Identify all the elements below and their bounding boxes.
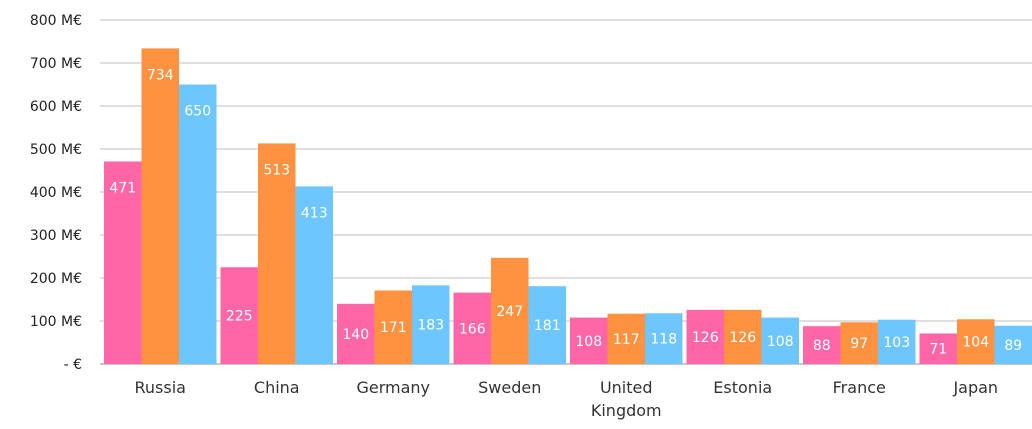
data-labels: 471 225 140 166 108 126 88 71 734 513 171 247 117 126… [109,67,1022,357]
data-label: 166 [459,321,486,337]
category-label: China [254,378,300,397]
bar [919,333,957,364]
data-label: 71 [929,342,947,358]
bar [258,143,296,364]
data-label: 471 [109,180,136,196]
data-label: 183 [417,318,444,334]
bar [453,292,491,364]
y-tick-label: 700 M€ [30,56,82,72]
y-tick-label: 800 M€ [30,13,82,29]
data-label: 108 [575,334,602,350]
bar [528,286,566,364]
data-label: 126 [729,330,756,346]
bar [412,285,450,364]
data-label: 89 [1004,338,1022,354]
y-tick-label: 100 M€ [30,314,82,330]
bar [724,309,762,364]
bar [840,322,878,364]
data-label: 97 [850,336,868,352]
data-label: 126 [692,330,719,346]
data-label: 117 [613,332,640,348]
bar [220,267,258,364]
data-label: 140 [342,327,369,343]
y-tick-label: 600 M€ [30,99,82,115]
category-label: France [833,378,886,397]
bar [878,319,916,364]
bar [994,325,1032,364]
data-label: 413 [301,205,328,221]
bar [337,303,375,364]
category-label: Kingdom [591,401,662,420]
bar [686,309,724,364]
data-label: 734 [147,67,174,83]
y-tick-label: 300 M€ [30,228,82,244]
data-label: 181 [534,318,561,334]
y-tick-label: - € [64,357,82,373]
data-label: 247 [496,304,523,320]
data-label: 513 [263,162,290,178]
y-tick-label: 400 M€ [30,185,82,201]
bars [104,48,1032,364]
category-label: Estonia [713,378,772,397]
bar [295,186,333,364]
data-label: 103 [883,335,910,351]
bar [607,313,645,364]
bar [104,161,142,364]
category-label: Germany [356,378,430,397]
y-tick-label: 200 M€ [30,271,82,287]
data-label: 108 [767,334,794,350]
bar [141,48,179,364]
data-label: 225 [226,309,253,325]
data-label: 88 [813,338,831,354]
bar [570,317,608,364]
bar [179,84,217,364]
category-label: Japan [952,378,998,397]
y-tick-label: 500 M€ [30,142,82,158]
bar [803,326,841,364]
data-label: 118 [650,332,677,348]
data-label: 104 [962,335,989,351]
data-label: 171 [380,320,407,336]
category-label: Russia [135,378,186,397]
bar [761,317,799,364]
category-label: Sweden [478,378,541,397]
y-axis-ticks: - € 100 M€ 200 M€ 300 M€ 400 M€ 500 M€ 600 M€ 7… [30,13,82,373]
bar [645,313,683,364]
bar [374,290,412,364]
data-label: 650 [184,104,211,120]
bar [957,319,995,364]
category-label: United [600,378,653,397]
bar [491,257,529,364]
